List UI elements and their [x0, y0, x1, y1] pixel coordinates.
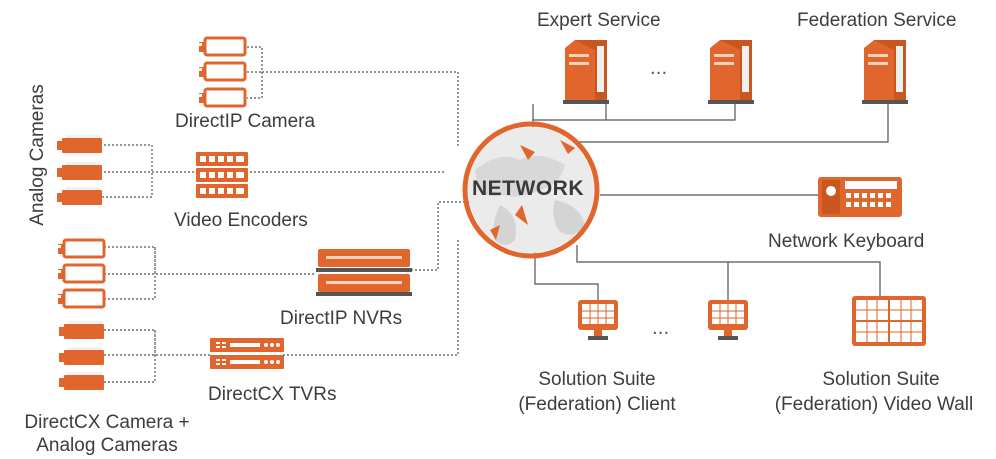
- network-globe-icon: [462, 121, 600, 259]
- federation-service-label: Federation Service: [797, 10, 957, 31]
- videowall-label-line2: (Federation) Video Wall: [774, 394, 974, 415]
- nvr-icon: [316, 249, 412, 296]
- nvr-camera-icon: [56, 238, 106, 309]
- network-keyboard-label: Network Keyboard: [768, 231, 925, 252]
- tvr-icon: [210, 338, 284, 369]
- videowall-label-line1: Solution Suite: [822, 369, 940, 390]
- federation-server-icon: [862, 40, 908, 104]
- expert-service-label: Expert Service: [537, 10, 661, 31]
- directcx-camera-icon: [59, 321, 104, 390]
- link-servers: [532, 104, 889, 143]
- client-label-line1: Solution Suite: [538, 369, 656, 390]
- analog-cameras-label: Analog Cameras: [27, 84, 48, 226]
- link-nvr-cameras: [104, 201, 470, 300]
- analog-camera-icon: [57, 135, 102, 205]
- video-encoder-icon: [196, 152, 248, 198]
- directip-camera-label: DirectIP Camera: [175, 111, 316, 132]
- network-keyboard-icon: [818, 177, 902, 217]
- link-clients: [534, 245, 881, 300]
- directcx-tvrs-label: DirectCX TVRs: [208, 384, 337, 405]
- client-label-line2: (Federation) Client: [518, 394, 676, 415]
- ellipsis-clients: ...: [652, 318, 670, 339]
- link-tvr-cameras: [104, 240, 459, 383]
- video-encoders-label: Video Encoders: [174, 210, 308, 231]
- link-analog-cameras: [100, 144, 445, 198]
- video-wall-icon: [852, 296, 926, 346]
- network-label: NETWORK: [472, 177, 584, 200]
- link-directip-camera: [247, 46, 459, 148]
- directip-camera-icon: [197, 36, 247, 108]
- directcx-camera-label-line2: Analog Cameras: [36, 435, 178, 456]
- ellipsis-servers: ...: [650, 58, 668, 79]
- directcx-camera-label-line1: DirectCX Camera +: [24, 412, 190, 433]
- directip-nvrs-label: DirectIP NVRs: [280, 308, 403, 329]
